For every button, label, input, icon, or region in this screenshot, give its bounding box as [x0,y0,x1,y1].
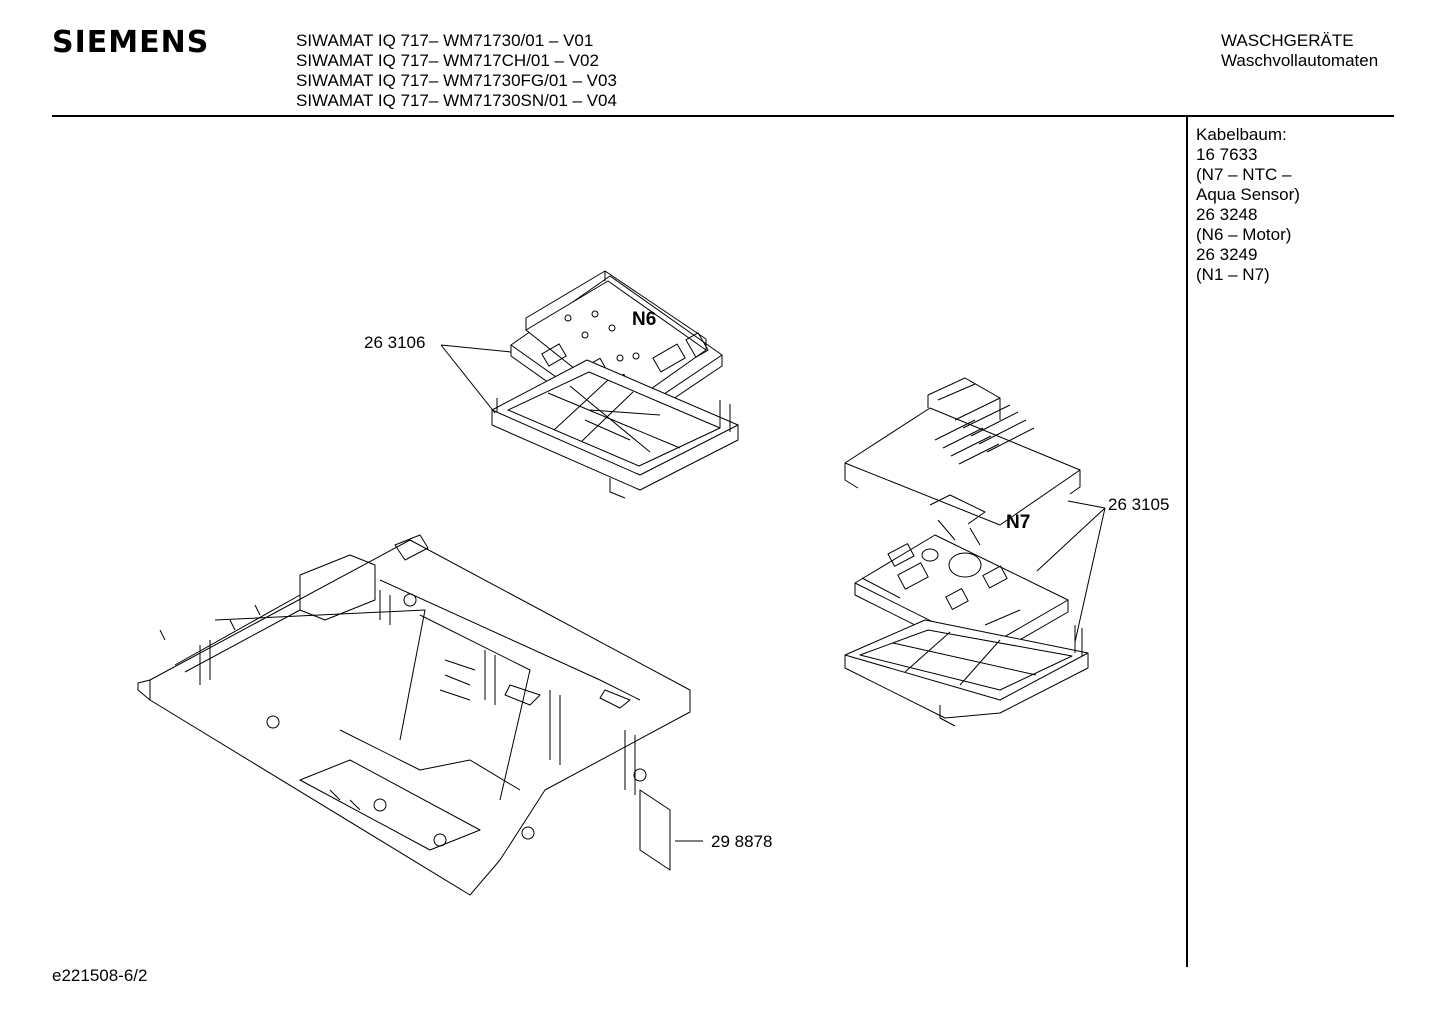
model-line: SIWAMAT IQ 717– WM71730/01 – V01 [296,31,594,50]
header-divider [52,115,1394,117]
category-subtitle: Waschvollautomaten [1221,51,1379,70]
cable-harness-notes: Kabelbaum: 16 7633 (N7 – NTC – Aqua Sens… [1196,125,1300,285]
model-line: SIWAMAT IQ 717– WM71730SN/01 – V04 [296,91,617,110]
note-line: Aqua Sensor) [1196,185,1300,204]
exploded-view-drawing [137,270,1106,896]
brand-logo: SIEMENS [52,25,210,60]
note-line: Kabelbaum: [1196,125,1287,144]
note-line: 26 3248 [1196,205,1258,224]
component-label-n7: N7 [1006,512,1031,533]
note-line: (N1 – N7) [1196,265,1270,284]
note-line: (N7 – NTC – [1196,165,1292,184]
part-number-label: 26 3106 [364,333,426,352]
model-line: SIWAMAT IQ 717– WM71730FG/01 – V03 [296,71,617,90]
part-number-label: 29 8878 [711,832,773,851]
frame-part [137,534,691,896]
leader-lines [440,344,1106,842]
part-number-label: 26 3105 [1108,495,1170,514]
note-line: (N6 – Motor) [1196,225,1292,244]
category: WASCHGERÄTE Waschvollautomaten [1221,31,1378,71]
document-code: e221508-6/2 [52,966,148,985]
model-line: SIWAMAT IQ 717– WM717CH/01 – V02 [296,51,599,70]
n6-module [491,270,739,499]
model-list: SIWAMAT IQ 717– WM71730/01 – V01 SIWAMAT… [296,31,617,111]
category-title: WASCHGERÄTE [1221,31,1354,50]
note-line: 26 3249 [1196,245,1258,264]
note-line: 16 7633 [1196,145,1258,164]
n7-module [844,377,1089,727]
side-divider [1186,117,1188,967]
component-label-n6: N6 [632,309,657,330]
